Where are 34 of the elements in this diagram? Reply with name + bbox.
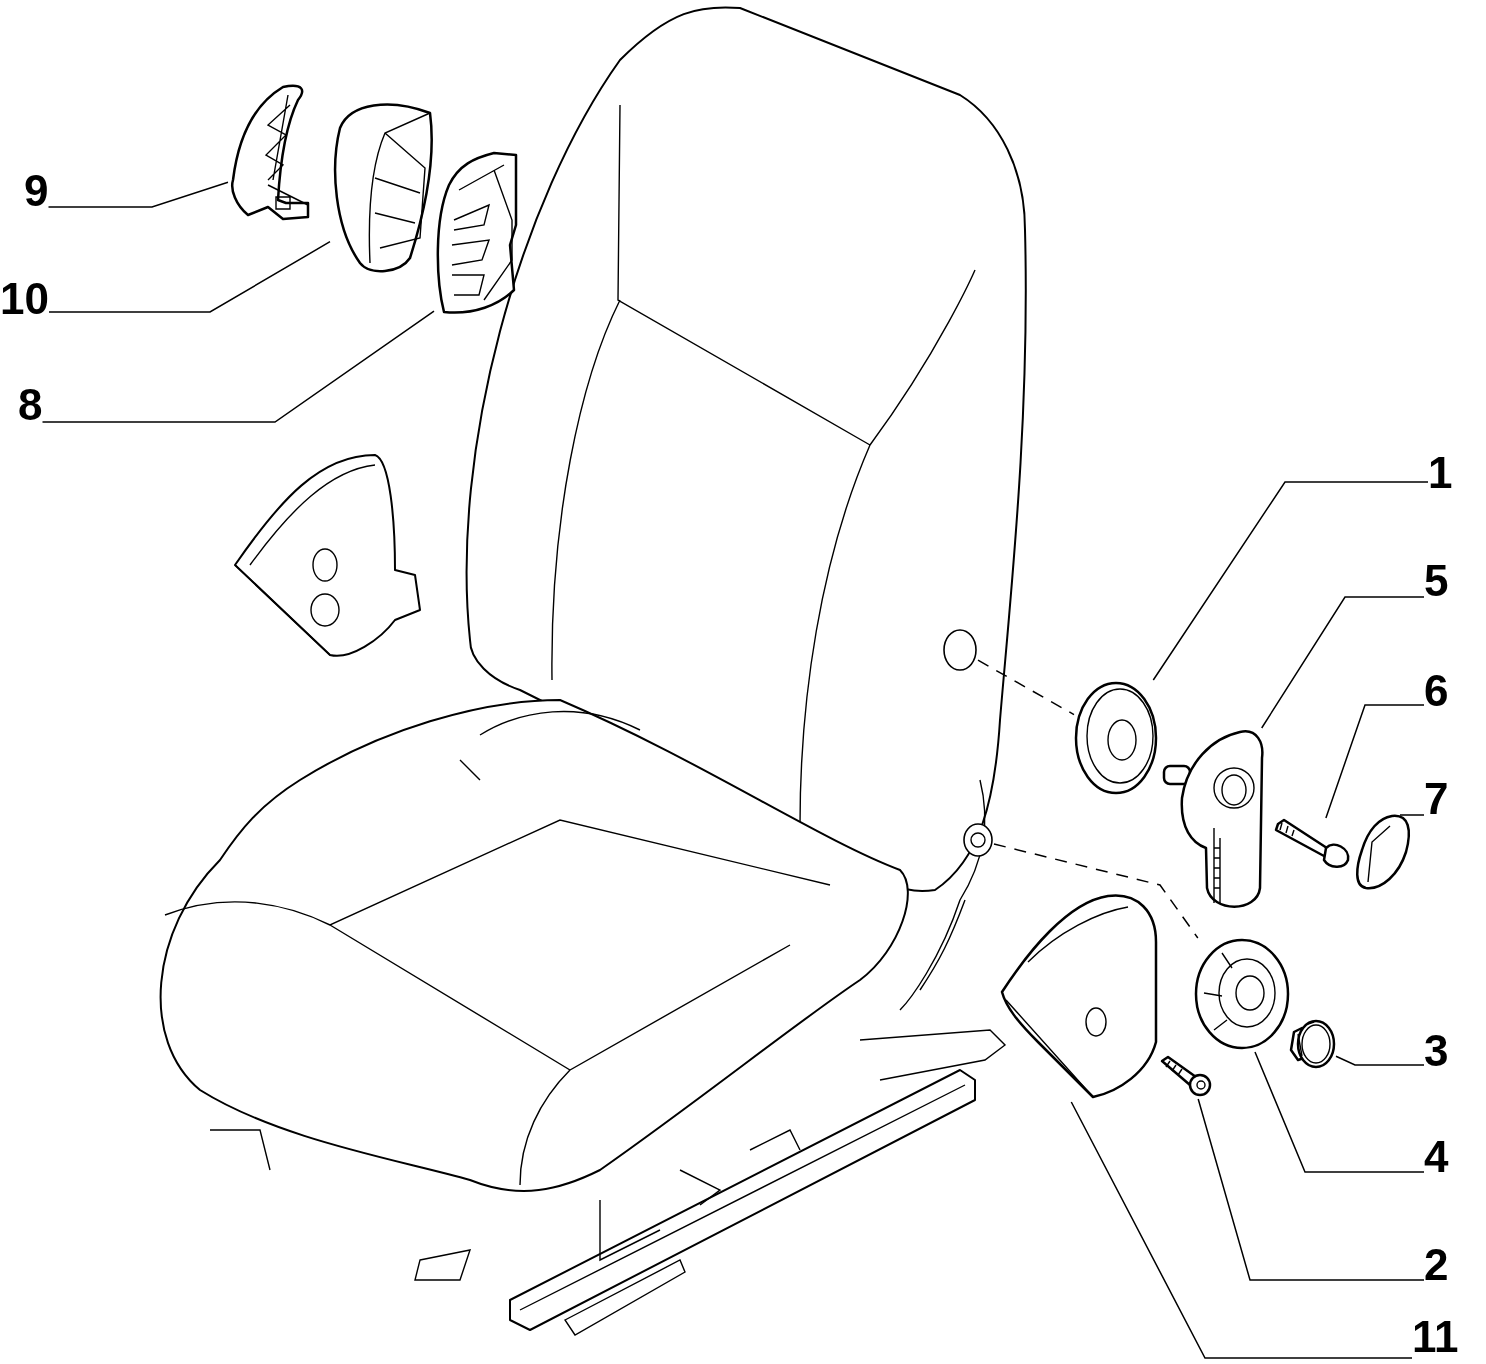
screw-drawing xyxy=(1160,1055,1212,1099)
cap-drawing xyxy=(1354,812,1412,892)
leader-line xyxy=(1260,596,1425,729)
callout-number: 10 xyxy=(0,276,49,322)
dashed-assembly-line xyxy=(993,843,1199,939)
callout-number: 3 xyxy=(1424,1028,1449,1074)
callout-number: 5 xyxy=(1424,558,1449,604)
leader-line xyxy=(47,181,229,208)
leader-line xyxy=(1325,704,1425,819)
mounting-hole-drawing xyxy=(942,628,978,672)
dashed-assembly-line xyxy=(977,659,1075,716)
seat-trim-cover-drawing xyxy=(228,85,310,222)
knob-drawing xyxy=(1192,938,1290,1052)
leader-line xyxy=(1335,1055,1425,1066)
grille-plate-drawing xyxy=(434,150,520,315)
callout-number: 9 xyxy=(24,168,49,214)
callout-number: 2 xyxy=(1424,1242,1449,1288)
bolt-drawing xyxy=(1274,818,1352,870)
ring-drawing xyxy=(1074,680,1160,796)
cap-drawing xyxy=(1288,1018,1336,1070)
leader-line xyxy=(1254,1051,1425,1173)
leader-line xyxy=(41,310,435,423)
leader-line xyxy=(1152,481,1429,681)
leader-line xyxy=(1197,1098,1425,1281)
callout-number: 8 xyxy=(18,382,43,428)
leader-line xyxy=(1399,814,1425,816)
leader-line xyxy=(48,240,331,313)
leader-line xyxy=(1070,1101,1413,1359)
callout-number: 6 xyxy=(1424,668,1449,714)
callout-number: 7 xyxy=(1424,776,1449,822)
pivot-drawing xyxy=(962,822,994,858)
callout-number: 11 xyxy=(1412,1314,1459,1360)
callout-number: 1 xyxy=(1428,450,1453,496)
callout-number: 4 xyxy=(1424,1134,1449,1180)
